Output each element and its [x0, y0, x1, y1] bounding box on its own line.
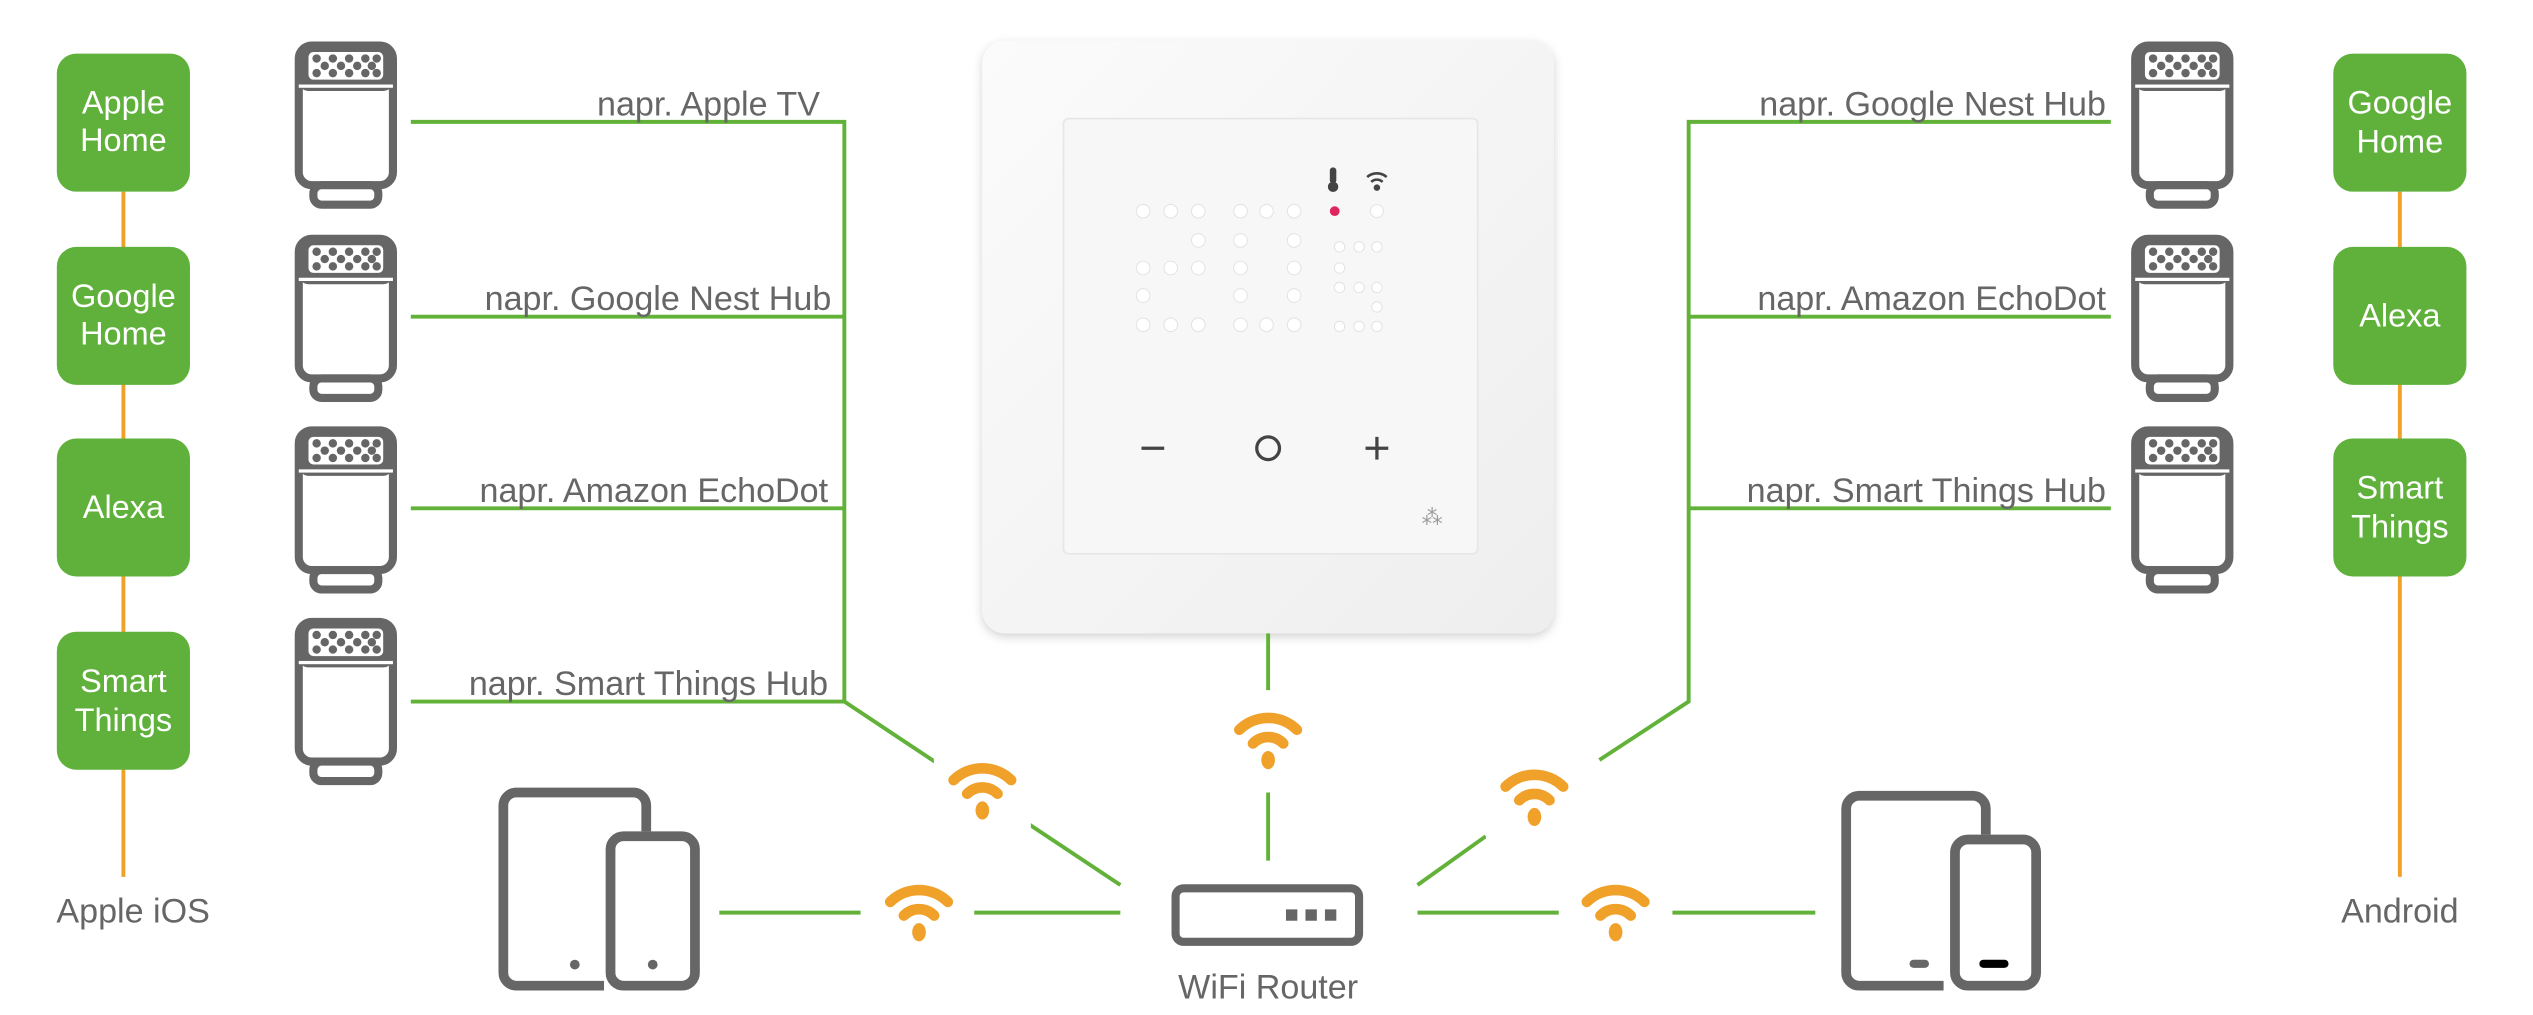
led-dot [1163, 317, 1179, 333]
led-dot [1286, 317, 1302, 333]
ecosystem-alexa[interactable]: Alexa [2333, 246, 2467, 385]
hub-label: napr. Amazon EchoDot [480, 472, 829, 510]
brand-logo-icon: ⁂ [1422, 507, 1443, 530]
thermometer-icon [1327, 167, 1339, 193]
led-dot [1163, 260, 1179, 276]
platform-label-android: Android [2341, 892, 2458, 930]
smart-speaker-icon [2135, 430, 2229, 589]
led-dot [1286, 203, 1302, 219]
svg-text:Alexa: Alexa [2359, 297, 2441, 333]
svg-text:Home: Home [80, 315, 167, 351]
ios-devices-icon [498, 787, 700, 991]
led-dot [1371, 320, 1383, 333]
svg-text:Home: Home [2357, 124, 2444, 160]
led-dot [1135, 288, 1151, 303]
hub-label: napr. Smart Things Hub [469, 665, 828, 703]
hub-label: napr. Amazon EchoDot [1757, 280, 2106, 318]
led-dot [1286, 260, 1302, 276]
led-dot [1371, 281, 1383, 294]
led-dot [1371, 241, 1383, 253]
led-dot [1333, 241, 1346, 253]
ecosystem-smart-things[interactable]: Smart Things [2333, 438, 2467, 577]
wifi-icon [1486, 750, 1583, 841]
router-label: WiFi Router [1178, 969, 1358, 1007]
heating-indicator-led [1329, 206, 1340, 217]
svg-text:Smart: Smart [80, 663, 167, 699]
smart-speaker-icon [2135, 46, 2229, 205]
led-dot [1259, 317, 1274, 333]
led-dot [1163, 203, 1179, 219]
smart-speaker-icon [299, 622, 393, 781]
power-button[interactable] [1255, 435, 1282, 462]
svg-text:Things: Things [75, 702, 172, 738]
ecosystem-alexa[interactable]: Alexa [56, 438, 190, 577]
wifi-icon [1567, 866, 1664, 957]
led-dot [1233, 203, 1248, 219]
led-dot [1259, 203, 1274, 219]
led-dot [1353, 281, 1365, 294]
left-ecosystem-list: Apple Home Google Home Alexa Smart Thing… [56, 53, 190, 770]
led-dot [1135, 317, 1151, 333]
led-dot [1233, 317, 1248, 333]
ecosystem-smart-things[interactable]: Smart Things [56, 631, 190, 770]
hub-label: napr. Google Nest Hub [485, 280, 832, 318]
hub-label: napr. Google Nest Hub [1759, 85, 2106, 123]
led-dot [1353, 320, 1365, 333]
led-dot [1333, 262, 1346, 274]
temperature-led-display [1135, 203, 1384, 333]
wifi-icon [934, 744, 1031, 835]
led-dot [1190, 203, 1206, 219]
smart-speaker-icon [299, 239, 393, 398]
ecosystem-google-home[interactable]: Google Home [56, 246, 190, 385]
led-dot [1286, 288, 1302, 303]
ecosystem-apple-home[interactable]: Apple Home [56, 53, 190, 192]
android-devices-icon [1841, 790, 2042, 991]
svg-text:Things: Things [2351, 509, 2448, 545]
led-dot [1333, 281, 1346, 294]
plus-button[interactable] [1365, 436, 1389, 460]
hub-label: napr. Smart Things Hub [1747, 472, 2106, 510]
platform-label-ios: Apple iOS [56, 892, 209, 930]
led-dot [1233, 260, 1248, 276]
led-dot [1233, 288, 1248, 303]
svg-text:Home: Home [80, 122, 167, 158]
led-dot [1135, 203, 1151, 219]
led-dot [1369, 204, 1384, 219]
svg-text:Alexa: Alexa [83, 489, 165, 525]
hub-label: napr. Apple TV [597, 85, 820, 123]
wifi-icon [871, 866, 968, 957]
svg-text:Google: Google [2348, 85, 2453, 121]
wifi-icon [1220, 693, 1317, 784]
led-dot [1353, 241, 1365, 253]
smart-speaker-icon [299, 46, 393, 205]
led-dot [1190, 233, 1206, 248]
thermostat: ⁂ [982, 40, 1554, 634]
led-dot [1371, 301, 1383, 313]
led-dot [1135, 260, 1151, 276]
ecosystem-google-home[interactable]: Google Home [2333, 53, 2467, 192]
svg-text:Smart: Smart [2357, 470, 2444, 506]
right-hub-lines [1416, 119, 2111, 887]
smart-speaker-icon [2135, 239, 2229, 398]
led-dot [1233, 233, 1248, 248]
led-dot [1286, 233, 1302, 248]
led-dot [1333, 320, 1346, 333]
right-ecosystem-list: Google Home Alexa Smart Things [2333, 53, 2467, 577]
smart-speaker-icon [299, 430, 393, 589]
led-dot [1190, 317, 1206, 333]
wifi-router-icon [1171, 884, 1364, 946]
svg-text:Google: Google [71, 278, 176, 314]
led-dot [1190, 260, 1206, 276]
svg-text:Apple: Apple [82, 85, 165, 121]
wifi-status-icon [1366, 172, 1388, 191]
